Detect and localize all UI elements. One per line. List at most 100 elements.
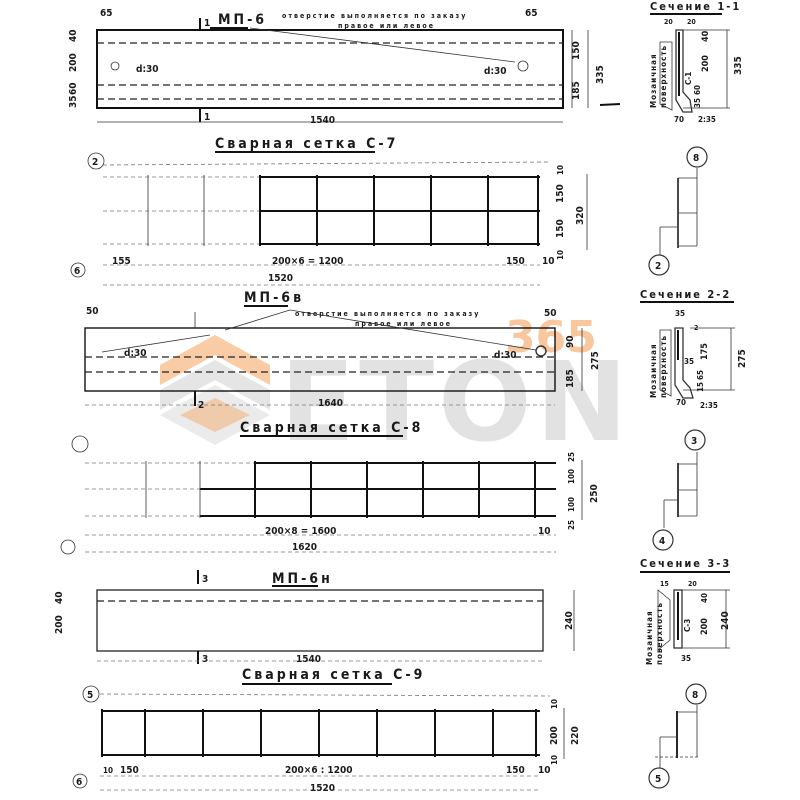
dim-length: 1640	[318, 398, 343, 409]
dim-label: 2:35	[700, 401, 718, 410]
dim-label: 2	[694, 324, 698, 332]
position-number: 2	[655, 261, 661, 272]
position-number: 5	[655, 774, 661, 785]
surface-label: Мозаичная	[649, 53, 658, 108]
hole-label: d:30	[494, 350, 517, 361]
panel-title: МП-6	[218, 12, 267, 28]
hole-icon	[110, 61, 120, 71]
mesh-title: Сварная сетка С-8	[240, 420, 423, 436]
dim-length: 1540	[310, 115, 335, 126]
panel-note: правое или левое	[355, 320, 452, 328]
position-marker	[684, 429, 706, 451]
mesh-c7	[102, 161, 551, 286]
position-number: 4	[659, 536, 665, 547]
section-mark: 3	[202, 574, 208, 585]
dim-label: 35	[684, 357, 694, 366]
position-marker	[72, 773, 88, 789]
dim-label: 185	[565, 369, 576, 388]
dim-label: 60	[693, 85, 702, 95]
dim-length: 1540	[296, 654, 321, 665]
surface-label: Мозаичная	[649, 343, 658, 398]
section-title: Сечение 1-1	[650, 0, 741, 13]
section-2-2-profile	[659, 327, 735, 399]
dim-label: 10	[538, 526, 551, 537]
position-number: 6	[76, 777, 82, 788]
panel-mp6v	[84, 309, 556, 406]
dim-label: 200	[700, 618, 710, 635]
dim-spacing: 200×8 = 1600	[265, 526, 336, 537]
dim-label: 175	[700, 343, 710, 360]
position-number: 8	[692, 690, 698, 701]
dim-label: 40	[701, 30, 711, 42]
dim-label: 50	[544, 308, 557, 319]
dim-label: 25	[567, 520, 576, 530]
dim-label: 40	[54, 591, 65, 604]
position-marker	[71, 435, 89, 453]
dim-label: 35	[675, 309, 685, 318]
dim-total: 1620	[292, 542, 317, 553]
dim-height: 220	[570, 726, 581, 745]
position-marker	[652, 529, 674, 551]
dim-label: 200	[549, 726, 560, 745]
hole-label: d:30	[124, 348, 147, 359]
dim-label: 65	[696, 370, 705, 380]
dim-label: 40	[700, 593, 709, 603]
panel-note: отверстие выполняется по заказу	[295, 310, 480, 318]
dim-label: 150	[571, 41, 582, 60]
dim-label: 200	[68, 53, 79, 72]
dim-label: 70	[674, 115, 684, 124]
dim-label: 20	[687, 18, 696, 26]
dim-height: 335	[595, 65, 606, 84]
section-title: Сечение 2-2	[640, 288, 731, 301]
dim-label: 50	[86, 306, 99, 317]
position-marker	[82, 685, 100, 703]
dim-label: 200	[701, 55, 711, 72]
position-marker	[648, 254, 670, 276]
hole-label: d:30	[484, 66, 507, 77]
panel-mp6n	[96, 570, 575, 664]
dim-height: 240	[564, 611, 575, 630]
position-marker	[70, 262, 86, 278]
position-number: 6	[74, 266, 80, 277]
dim-label: 185	[571, 81, 582, 100]
dim-label: 90	[565, 335, 576, 348]
position-number: 2	[92, 157, 98, 168]
dim-height: 320	[575, 206, 586, 225]
dim-height: 275	[737, 349, 748, 368]
dim-label: 15	[660, 580, 669, 588]
section-mark: 1	[204, 18, 210, 29]
panel-mp6	[96, 18, 621, 123]
panel-title: МП-6в	[244, 290, 304, 306]
dim-spacing: 200×6 : 1200	[285, 765, 352, 776]
hole-label: d:30	[136, 64, 159, 75]
dim-label: 200	[54, 615, 65, 634]
dim-total: 1520	[310, 783, 335, 794]
dim-label: 100	[567, 497, 576, 512]
mesh-label: С-3	[683, 619, 692, 632]
section-1-1-profile	[659, 29, 730, 113]
position-number: 8	[693, 153, 699, 164]
dim-label: 155	[112, 256, 131, 267]
panel-note: отверстие выполняется по заказу	[282, 12, 467, 20]
surface-label: Мозаичная	[645, 610, 654, 665]
mesh-title: Сварная сетка С-7	[215, 136, 398, 152]
position-marker	[685, 683, 707, 705]
hole-icon	[517, 60, 529, 72]
dim-label: 35	[693, 98, 702, 108]
dim-label: 35	[68, 95, 79, 108]
dim-label: 65	[100, 8, 113, 19]
dim-label: 15	[696, 382, 705, 392]
surface-label: поверхность	[659, 45, 668, 108]
surface-label: поверхность	[659, 335, 668, 398]
dim-height: 250	[589, 484, 600, 503]
dim-label: 20	[688, 580, 697, 588]
dim-label: 100	[567, 469, 576, 484]
panel-note: правое или левое	[338, 22, 435, 30]
dim-spacing: 200×6 = 1200	[272, 256, 343, 267]
position-marker	[648, 767, 670, 789]
position-number: 3	[691, 436, 697, 447]
dim-label: 10	[103, 766, 113, 775]
dim-label: 25	[567, 452, 576, 462]
hole-icon	[535, 345, 547, 357]
